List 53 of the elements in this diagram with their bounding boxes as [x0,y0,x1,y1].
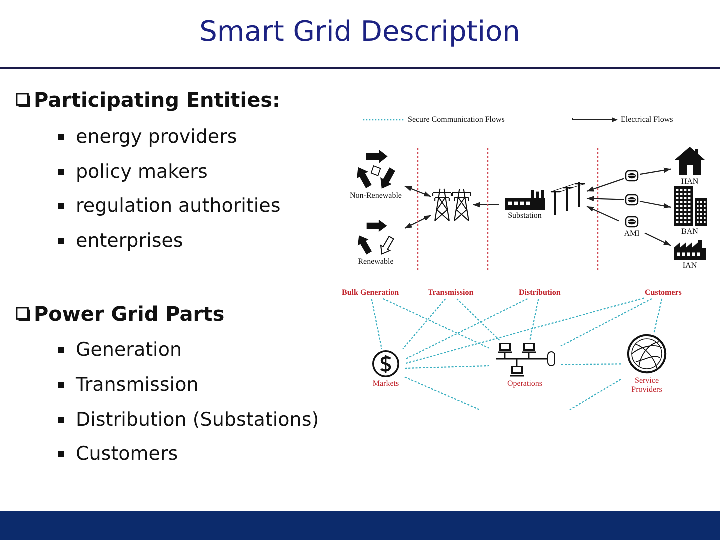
arrow [640,168,672,176]
domain-label: Customers [645,288,682,298]
dotted-line [402,298,446,350]
dotted-line [561,364,621,366]
dotted-line [404,298,644,364]
list-item-text: Customers [76,442,178,466]
dotted-line [404,298,528,360]
dotted-line [529,298,540,342]
icon-caption: Markets [372,379,400,388]
icon-caption: HAN [681,177,699,186]
list-item-text: energy providers [76,125,238,149]
utility-pole-icon [550,180,586,216]
arrow [586,196,624,202]
arrow [644,232,672,246]
icon-caption: AMI [624,229,640,238]
meter-icon [625,170,639,182]
section-heading: Power Grid Parts [34,301,225,327]
list-item-text: Transmission [76,373,199,397]
legend-label: Secure Communication Flows [408,115,505,124]
icon-caption: Renewable [358,257,394,266]
arrow [473,202,499,208]
dotted-line [654,298,663,334]
list-item-text: policy makers [76,160,208,184]
arrow [586,178,624,192]
icon-caption: BAN [682,227,698,236]
domain-label: Transmission [428,288,474,298]
list-item-text: Generation [76,338,182,362]
icon-caption: IAN [682,261,698,270]
icon-caption: Operations [507,379,543,388]
section-heading: Participating Entities: [34,87,281,113]
dotted-line [456,298,501,342]
icon-caption: Service Providers [630,376,664,394]
dotted-line [560,298,652,347]
legend-label: Electrical Flows [621,115,674,124]
dotted-line [383,298,490,349]
meter-icon [625,194,639,206]
transmission-tower-icon [432,188,472,222]
arrow [404,186,432,198]
list-item-text: enterprises [76,229,184,253]
dotted-line [404,365,490,370]
icon-caption: Substation [508,211,542,220]
list-item-text: regulation authorities [76,194,281,218]
dotted-line [570,379,622,410]
arrow [640,200,672,209]
list-item-text: Distribution (Substations) [76,408,320,432]
dotted-line [404,376,480,410]
arrow [404,215,432,229]
arrow [586,206,620,222]
icon-caption: Non-Renewable [350,191,402,200]
slide-title: Smart Grid Description [200,14,520,50]
dotted-line [371,298,382,350]
domain-label: Bulk Generation [342,288,400,298]
domain-label: Distribution [519,288,561,298]
